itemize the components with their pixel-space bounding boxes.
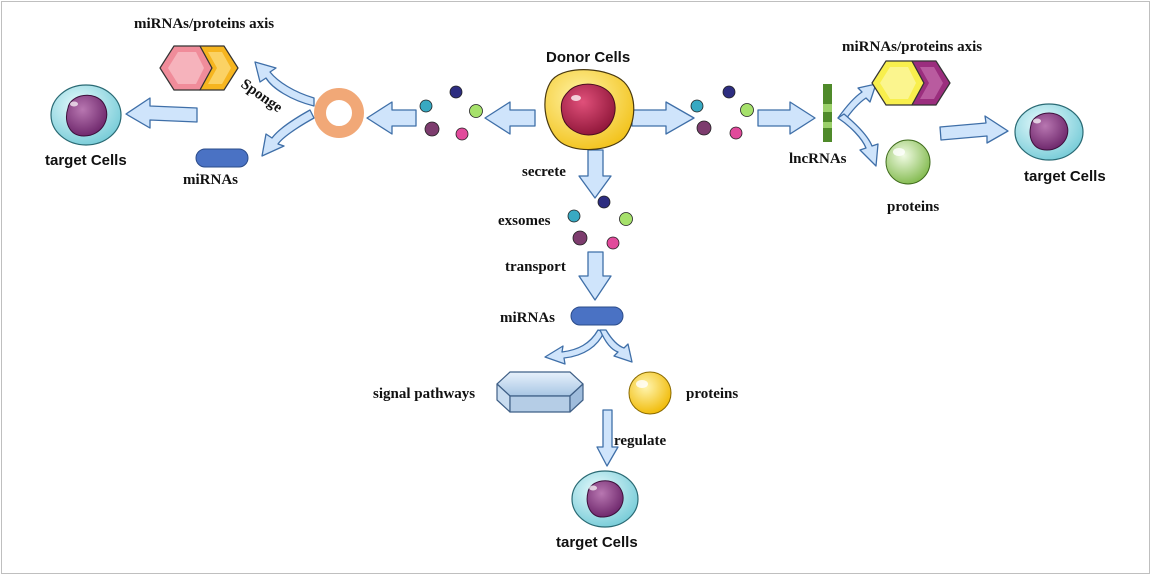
- arrow-lncrna-to-axis: [837, 83, 877, 123]
- lncrna-bar: [823, 84, 832, 142]
- target-cell-left: [50, 84, 122, 146]
- arrows: [125, 61, 1009, 467]
- arrow-vesicles-to-ring: [366, 101, 417, 135]
- mirnas-center-label: miRNAs: [500, 310, 555, 326]
- arrow-secrete-down: [578, 149, 612, 199]
- vesicles-center: [567, 195, 633, 250]
- donor-cell: [544, 69, 635, 151]
- regulate-label: regulate: [614, 433, 667, 449]
- mirnas-left-label: miRNAs: [183, 172, 238, 188]
- target-cell-right: [1014, 103, 1084, 161]
- arrow-to-right-target: [939, 115, 1009, 144]
- hexagon-pair-left: [159, 45, 239, 91]
- proteins-center-label: proteins: [686, 386, 738, 402]
- hexagon-pair-right: [871, 60, 951, 106]
- signal-pathway-prism: [496, 371, 584, 413]
- secrete-label: secrete: [522, 164, 566, 180]
- lncrnas-label: lncRNAs: [789, 151, 847, 167]
- axis-right-label: miRNAs/proteins axis: [842, 39, 982, 55]
- arrow-transport-down: [578, 251, 612, 301]
- arrow-ring-to-mirnas: [261, 109, 315, 157]
- protein-green: [885, 139, 931, 185]
- target-cells-right-label: target Cells: [1024, 168, 1106, 185]
- mirna-bar-center: [570, 306, 624, 326]
- mirna-bar-left: [195, 148, 249, 168]
- transport-label: transport: [505, 259, 566, 275]
- signal-pathways-label: signal pathways: [373, 386, 475, 402]
- sponge-ring: [314, 88, 364, 138]
- arrow-vesicles-to-lncrna: [757, 101, 816, 135]
- arrow-donor-to-left-vesicles: [484, 101, 536, 135]
- axis-left-label: miRNAs/proteins axis: [134, 16, 274, 32]
- vesicles-right: [690, 85, 754, 140]
- exsomes-label: exsomes: [498, 213, 551, 229]
- arrow-mirna-to-pathways: [544, 329, 605, 365]
- proteins-right-label: proteins: [887, 199, 939, 215]
- vesicles-left: [419, 85, 483, 141]
- protein-yellow: [628, 371, 672, 415]
- arrow-to-left-target: [125, 97, 198, 129]
- target-cells-bottom-label: target Cells: [556, 534, 638, 551]
- donor-cell-nucleus: [560, 83, 616, 136]
- arrow-regulate-down: [596, 409, 619, 467]
- arrow-donor-to-right-vesicles: [631, 101, 695, 135]
- target-cell-bottom: [571, 470, 639, 528]
- target-cells-left-label: target Cells: [45, 152, 127, 169]
- donor-cells-label: Donor Cells: [546, 49, 630, 66]
- arrow-lncrna-to-proteins: [837, 113, 879, 167]
- arrow-ring-to-axis: [254, 61, 315, 107]
- arrow-mirna-to-proteins: [599, 329, 633, 363]
